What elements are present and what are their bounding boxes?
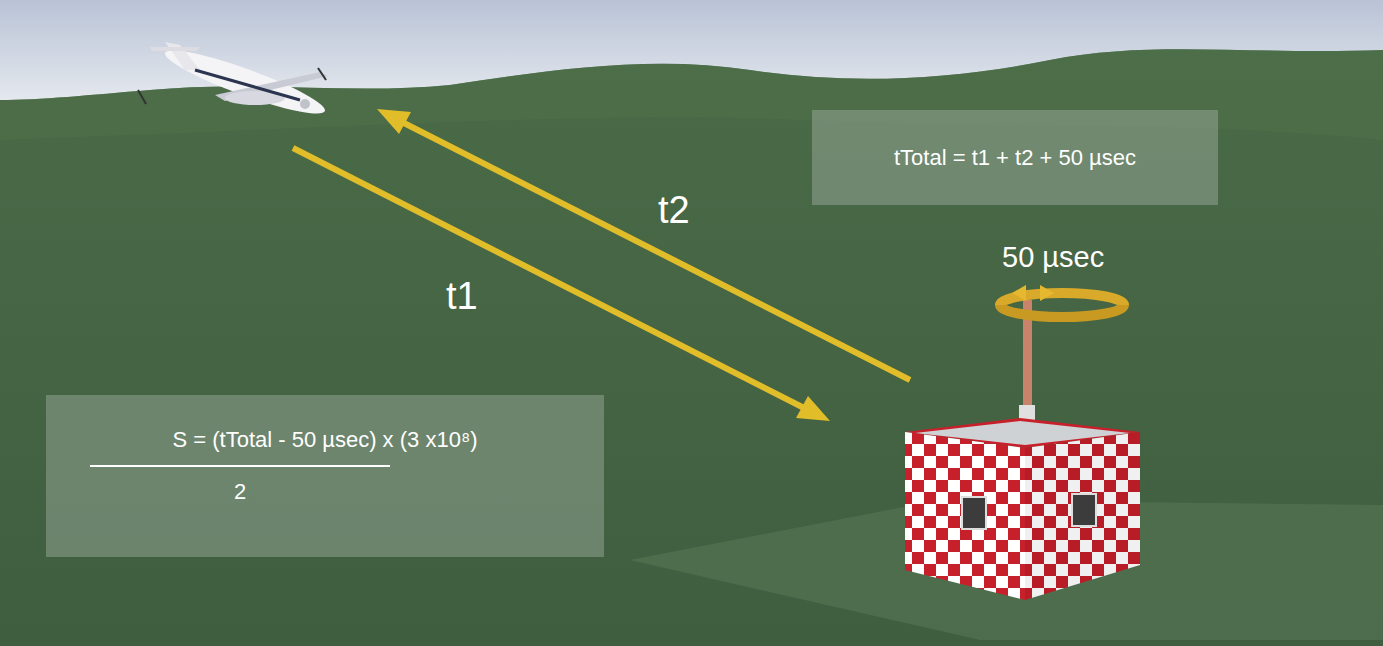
scene-part: [165, 42, 200, 70]
time-label: t1: [446, 276, 478, 318]
scene-part: [1025, 432, 1140, 600]
formula-text: tTotal = t1 + t2 + 50 µsec: [894, 145, 1136, 171]
time-label: t2: [658, 190, 690, 232]
scene-part: [1012, 285, 1026, 301]
formula-text: S = (tTotal - 50 µsec) x (3 x10⁸): [172, 427, 477, 453]
scene-part: [796, 396, 830, 421]
scene-part: [377, 109, 411, 134]
scene-part: [962, 497, 986, 529]
dme-ground-station: [905, 285, 1140, 600]
airplane: [138, 41, 329, 124]
fraction-bar: [90, 465, 390, 467]
scene-part: [300, 99, 310, 109]
denominator-text: 2: [234, 479, 246, 505]
scene-part: [293, 148, 808, 410]
formula-box: S = (tTotal - 50 µsec) x (3 x10⁸) 2: [46, 395, 604, 557]
scene-part: [195, 70, 300, 100]
scene-part: [1040, 285, 1054, 301]
scene-part: [150, 47, 200, 51]
scene-part: [318, 68, 326, 80]
formula-box: tTotal = t1 + t2 + 50 µsec: [812, 110, 1218, 205]
delay-label: 50 µsec: [1002, 242, 1104, 274]
scene-part: [161, 41, 330, 124]
scene-part: [138, 90, 146, 104]
scene-part: [1000, 305, 1124, 317]
scene-part: [1072, 494, 1096, 526]
scene-part: [905, 432, 1025, 600]
